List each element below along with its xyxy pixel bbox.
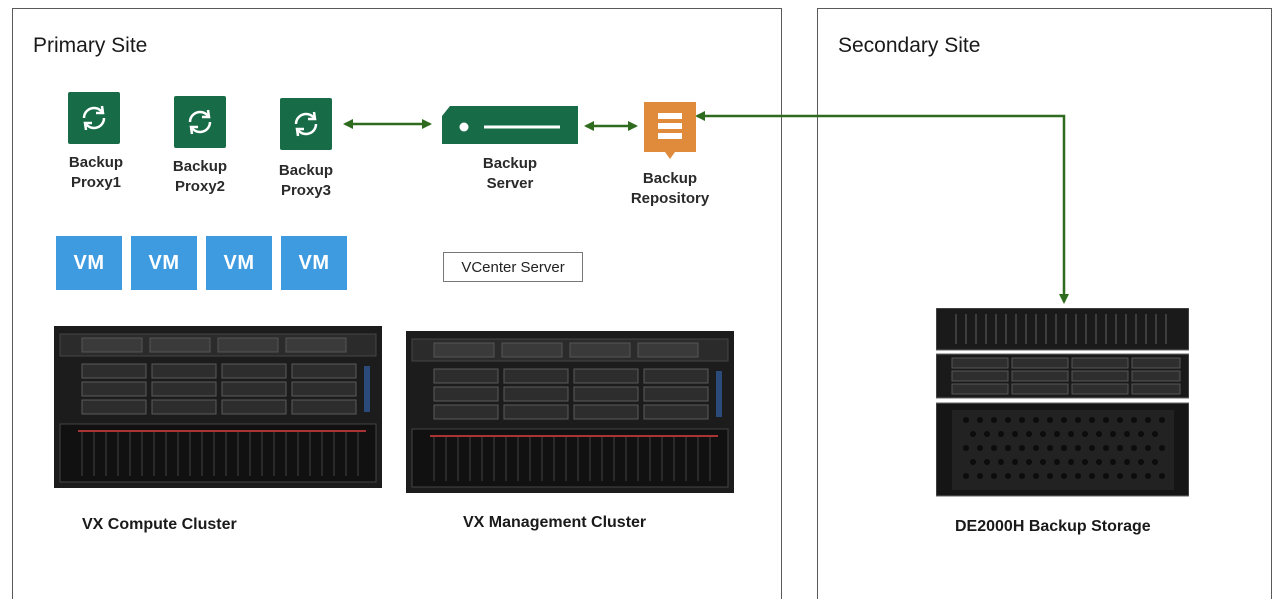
backup-proxy2-sync-icon <box>174 96 226 148</box>
vcenter-server-box: VCenter Server <box>443 252 583 282</box>
backup-proxy3-label: Backup Proxy3 <box>278 162 334 199</box>
backup-proxy2-label: Backup Proxy2 <box>172 158 228 195</box>
compute-cluster-server-image <box>54 326 382 488</box>
primary-site-title: Primary Site <box>33 34 148 57</box>
secondary-site-title: Secondary Site <box>838 34 981 57</box>
management-cluster-server-image <box>406 331 734 493</box>
backup-repository-label: Backup Repository <box>630 170 710 207</box>
primary-site-box: Primary Site <box>12 8 782 599</box>
backup-proxy1-sync-icon <box>68 92 120 144</box>
backup-repository-database-icon <box>644 102 696 159</box>
vm-icon: VM <box>206 236 272 290</box>
management-cluster-label: VX Management Cluster <box>463 514 647 531</box>
backup-server-label: Backup Server <box>482 155 538 192</box>
backup-proxy1-label: Backup Proxy1 <box>68 154 124 191</box>
backup-server-icon <box>442 106 578 144</box>
backup-storage-array-image <box>936 308 1189 497</box>
compute-cluster-label: VX Compute Cluster <box>82 516 237 533</box>
vm-icon: VM <box>281 236 347 290</box>
vm-icon: VM <box>56 236 122 290</box>
vm-icon: VM <box>131 236 197 290</box>
secondary-site-box: Secondary Site <box>817 8 1272 599</box>
backup-storage-label: DE2000H Backup Storage <box>955 518 1151 535</box>
backup-proxy3-sync-icon <box>280 98 332 150</box>
